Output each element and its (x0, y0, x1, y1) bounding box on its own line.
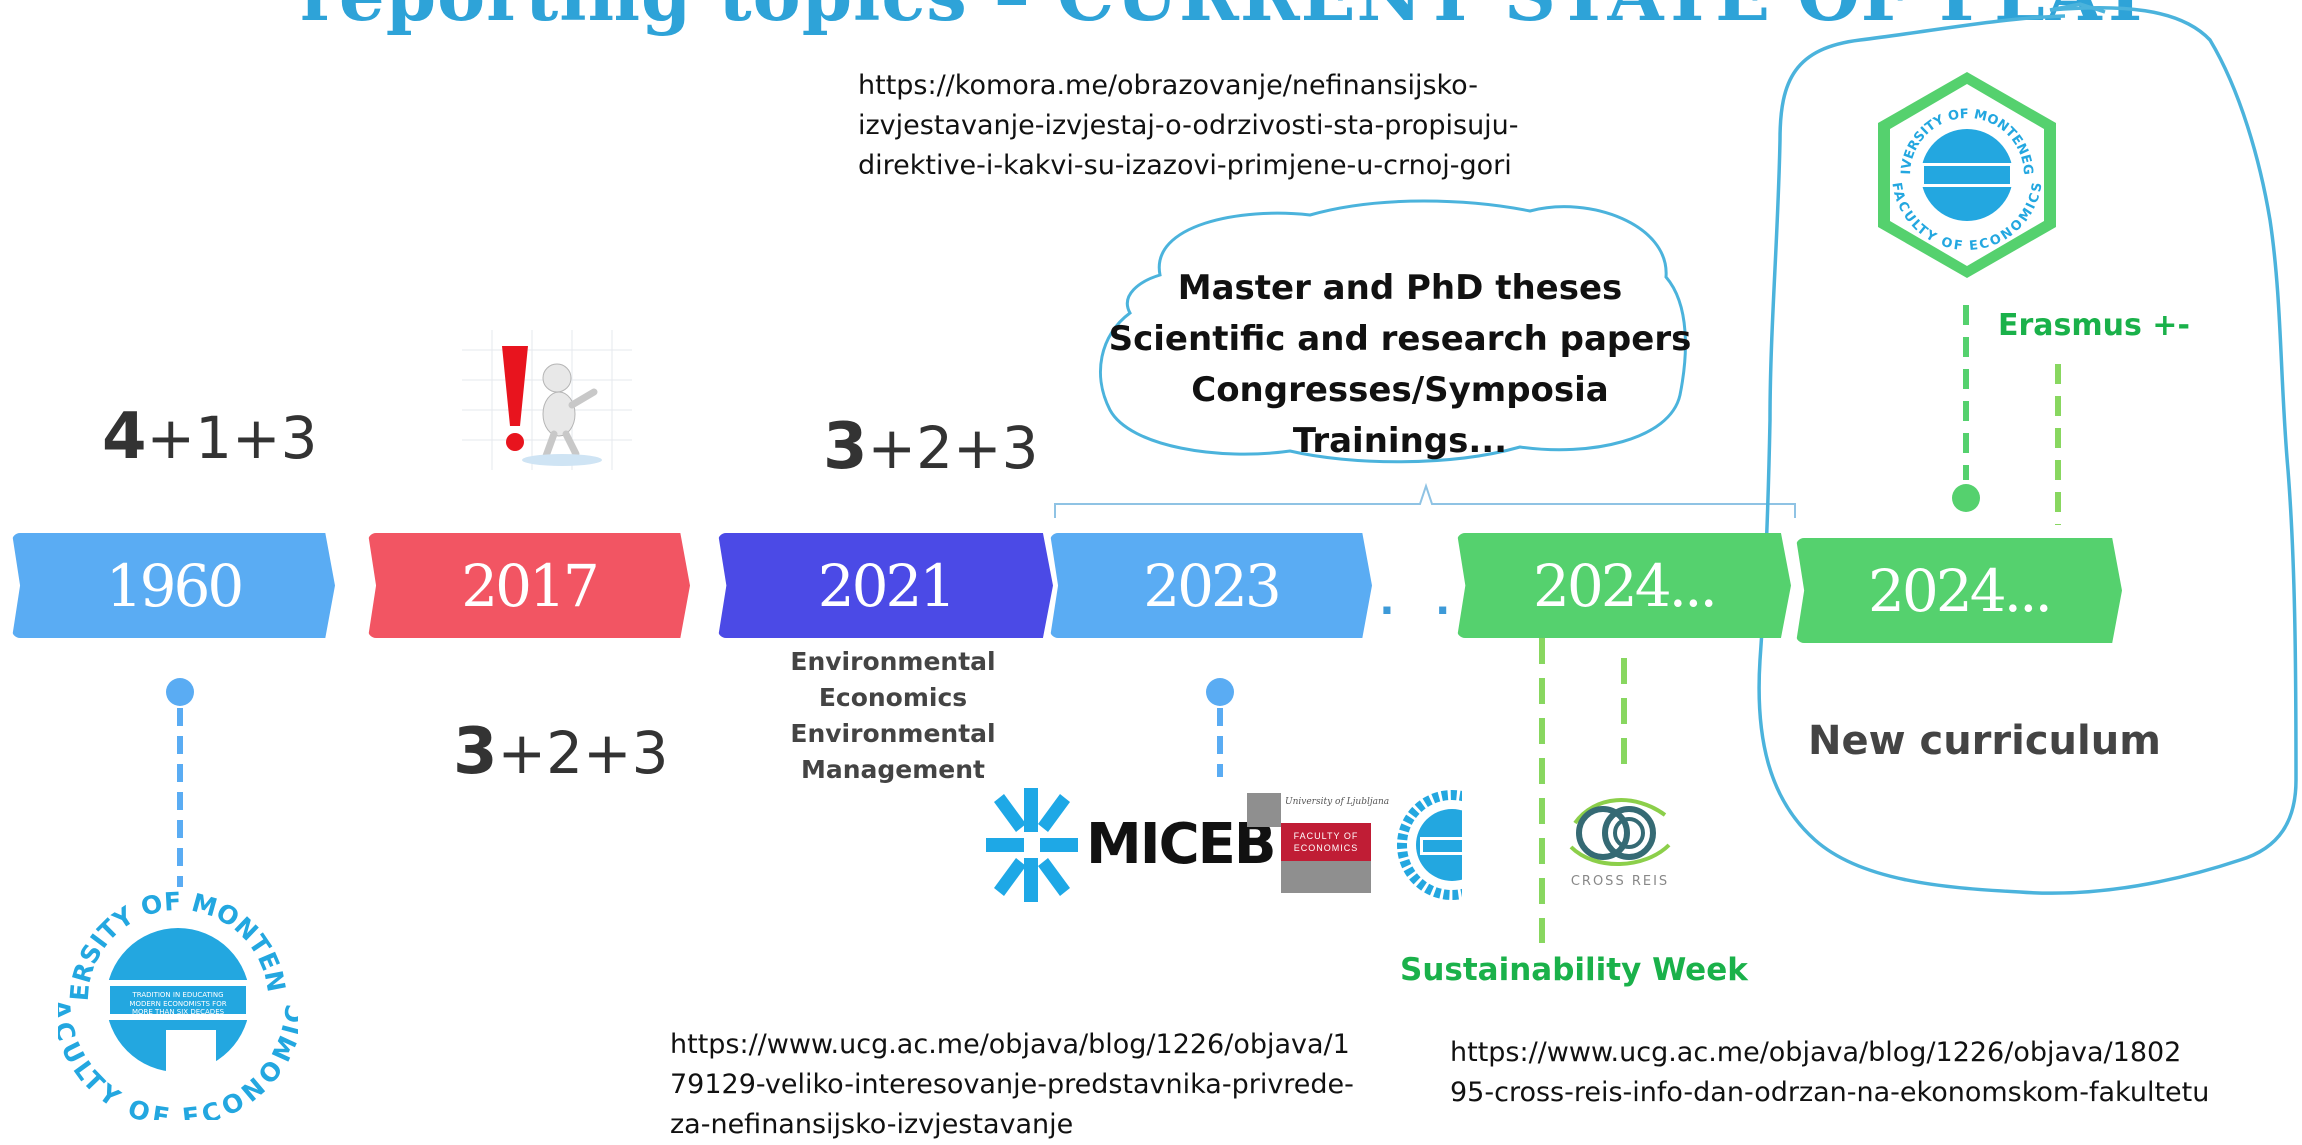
environmental-programs: Environmental Economics Environmental Ma… (768, 644, 1018, 788)
miceb-logo-text: MICEB (1086, 812, 1277, 877)
timeline-1960[interactable]: 1960 (12, 533, 335, 638)
timeline-2021-label: 2021 (817, 551, 957, 620)
cloud-line-2: Scientific and research papers (1108, 319, 1692, 359)
timeline-ellipsis: . . (1380, 569, 1464, 625)
exclamation-figure-icon (462, 330, 632, 470)
faculty-logo-small (1397, 790, 1462, 900)
env-line-1: Environmental (790, 647, 996, 676)
timeline-2017-label: 2017 (461, 551, 600, 620)
miceb-star-icon (986, 788, 1078, 902)
timeline-1960-label: 1960 (105, 551, 245, 620)
env-line-3: Environmental (790, 719, 996, 748)
timeline-2024-a-label: 2024... (1533, 551, 1718, 620)
new-curriculum-label: New curriculum (1808, 718, 2161, 764)
pin-2024-sustainability (1539, 638, 1627, 943)
formula-2021-bold: 3 (823, 410, 868, 484)
research-cloud-outline (1098, 199, 1687, 464)
timeline-bracket (1054, 482, 1796, 518)
cloud-line-3: Congresses/Symposia (1191, 370, 1609, 410)
pin-1960 (166, 678, 194, 887)
timeline-2024-b-label: 2024... (1868, 556, 2053, 625)
timeline-2021[interactable]: 2021 (718, 533, 1053, 638)
svg-text:TRADITION IN EDUCATING: TRADITION IN EDUCATING (131, 991, 223, 999)
timeline-2024-a[interactable]: 2024... (1457, 533, 1791, 638)
timeline-2024-b[interactable]: 2024... (1796, 538, 2122, 643)
formula-2017-bold: 3 (453, 715, 498, 789)
svg-text:MORE THAN SIX DECADES: MORE THAN SIX DECADES (132, 1008, 225, 1016)
env-line-2: Economics (818, 683, 968, 712)
timeline-2017[interactable]: 2017 (368, 533, 690, 638)
research-activities: Master and PhD theses Scientific and res… (1090, 263, 1710, 467)
formula-2017-rest: +2+3 (497, 719, 669, 787)
formula-1960-rest: +1+3 (146, 404, 318, 472)
svg-text:MODERN ECONOMISTS FOR: MODERN ECONOMISTS FOR (129, 1000, 226, 1008)
faculty-of-economics-logo: UNIVERSITY OF MONTENEGRO FACULTY OF ECON… (58, 880, 298, 1120)
formula-2021-rest: +2+3 (867, 414, 1039, 482)
cloud-line-4: Trainings... (1292, 421, 1508, 461)
pin-2023 (1206, 678, 1234, 777)
formula-1960-bold: 4 (102, 400, 147, 474)
faculty-hexagon-logo: UNIVERSITY OF MONTENEGRO FACULTY OF ECON… (1872, 68, 2056, 278)
cross-reis-text: CROSS REIS (1571, 874, 1669, 889)
ucg-link-2[interactable]: https://www.ucg.ac.me/objava/blog/1226/o… (1450, 1037, 2210, 1108)
sustainability-week-label: Sustainability Week (1400, 952, 1748, 988)
ljubljana-logo: University of Ljubljana FACULTY OF ECONO… (1247, 793, 1389, 893)
formula-2021: 3+2+3 (823, 410, 1039, 484)
komora-link[interactable]: https://komora.me/obrazovanje/nefinansij… (858, 70, 1519, 181)
env-line-4: Management (800, 755, 986, 784)
curriculum-outline (1757, 2, 2298, 895)
formula-1960: 4+1+3 (102, 400, 318, 474)
ucg-link-1[interactable]: https://www.ucg.ac.me/objava/blog/1226/o… (670, 1029, 1354, 1140)
slide-title: reporting topics – CURRENT STATE OF PLAY (300, 0, 2150, 37)
formula-2017: 3+2+3 (453, 715, 669, 789)
timeline-2023[interactable]: 2023 (1050, 533, 1372, 638)
erasmus-label: Erasmus +- (1998, 308, 2190, 343)
pin-2024-erasmus (1952, 305, 2061, 525)
timeline-2023-label: 2023 (1143, 551, 1282, 620)
cross-reis-logo: CROSS REIS (1569, 798, 1671, 889)
cloud-line-1: Master and PhD theses (1177, 268, 1623, 308)
